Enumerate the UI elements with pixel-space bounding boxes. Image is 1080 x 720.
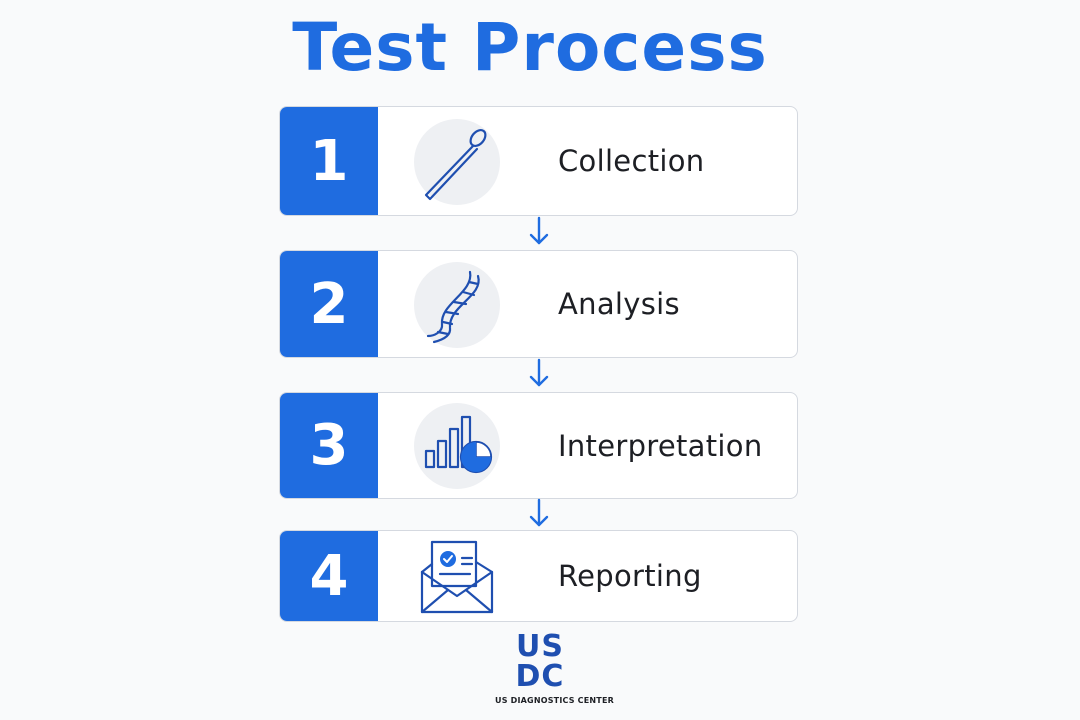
- step-number: 2: [280, 251, 378, 357]
- step-label: Collection: [558, 144, 705, 178]
- step-card-2: 2 Analysis: [279, 250, 798, 358]
- logo-mark-bottom: DC: [515, 659, 565, 694]
- usdc-logo: US DC US DIAGNOSTICS CENTER: [495, 629, 614, 712]
- arrow-down-icon: [529, 358, 549, 387]
- page-title: Test Process: [292, 9, 768, 86]
- step-card-4: 4 Reporting: [279, 530, 798, 622]
- step-number: 4: [280, 531, 378, 621]
- step-number: 1: [280, 107, 378, 215]
- step-label: Interpretation: [558, 428, 763, 463]
- logo-mark-top: US: [516, 629, 564, 664]
- logo-text: US DIAGNOSTICS CENTER: [495, 696, 614, 705]
- dna-icon: [414, 262, 500, 348]
- arrow-down-icon: [529, 498, 549, 527]
- step-card-1: 1 Collection: [279, 106, 798, 216]
- swab-icon: [414, 119, 500, 205]
- step-label: Analysis: [558, 287, 680, 321]
- envelope-report-icon: [414, 534, 500, 620]
- arrow-down-icon: [529, 216, 549, 245]
- chart-icon: [414, 403, 500, 489]
- step-number: 3: [280, 393, 378, 498]
- step-card-3: 3 Interpretation: [279, 392, 798, 499]
- step-label: Reporting: [558, 559, 702, 593]
